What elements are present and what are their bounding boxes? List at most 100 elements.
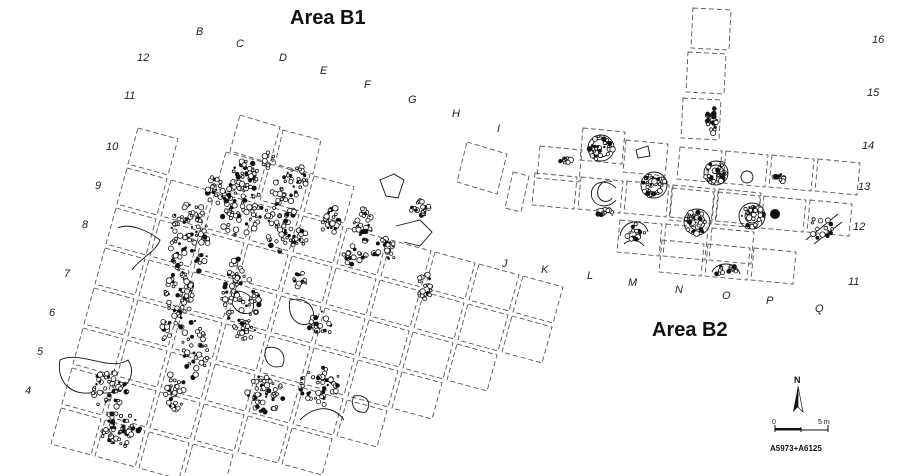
stone — [204, 224, 208, 228]
stone — [188, 320, 194, 325]
north-arrow: N — [793, 375, 804, 414]
stone — [193, 355, 198, 360]
stone — [95, 374, 99, 378]
stone — [118, 386, 123, 391]
scale-bar: 0 5 m — [772, 419, 830, 432]
grid-square — [72, 327, 124, 376]
stone — [272, 387, 278, 392]
area-b1-stone-clusters — [91, 150, 434, 448]
grid-letter-f: F — [364, 79, 372, 91]
stone — [268, 239, 272, 242]
stone — [113, 403, 120, 410]
stone — [345, 250, 351, 256]
stone — [304, 238, 309, 243]
stone — [819, 231, 826, 238]
stone — [300, 391, 305, 396]
stone — [719, 264, 723, 268]
stone — [235, 256, 241, 262]
stone — [628, 236, 634, 242]
stone — [243, 209, 250, 216]
grid-square — [468, 263, 520, 312]
stone — [182, 235, 188, 241]
stone — [281, 192, 286, 197]
stone — [255, 404, 260, 410]
feature-outline — [264, 346, 285, 368]
grid-square — [760, 195, 807, 233]
stone — [320, 220, 325, 225]
stone — [256, 302, 262, 308]
grid-square — [457, 303, 509, 352]
stone — [352, 247, 357, 252]
grid-square — [281, 427, 333, 476]
stone — [341, 252, 346, 257]
stone — [232, 226, 240, 233]
stone — [296, 280, 303, 287]
feature-outline — [58, 356, 133, 394]
stone — [96, 389, 103, 396]
stone — [427, 292, 432, 298]
grid-square — [704, 243, 751, 281]
grid-square — [446, 343, 498, 392]
stone — [427, 283, 433, 290]
stone — [176, 380, 181, 385]
stone — [349, 243, 356, 249]
stone — [299, 228, 305, 234]
stone — [329, 220, 336, 227]
stone — [172, 228, 178, 234]
stone — [249, 296, 253, 300]
stone — [299, 381, 303, 386]
stone — [195, 230, 198, 234]
stone — [183, 278, 190, 285]
stone — [304, 281, 308, 285]
stone — [96, 402, 100, 406]
stone — [234, 233, 237, 236]
stone — [97, 371, 104, 378]
stone — [220, 195, 224, 198]
stone — [253, 329, 256, 332]
stone — [320, 329, 325, 333]
grid-square — [274, 129, 322, 175]
stone — [644, 177, 647, 181]
stone — [201, 258, 208, 265]
stone — [181, 270, 184, 274]
stone — [214, 177, 220, 183]
stone — [633, 222, 638, 227]
stone — [107, 419, 111, 423]
stone — [185, 353, 189, 357]
stone — [128, 431, 135, 438]
stone — [271, 406, 277, 412]
grid-square — [116, 167, 168, 216]
grid-square — [237, 415, 289, 464]
stone — [198, 326, 203, 331]
stone — [273, 394, 277, 398]
stone — [825, 233, 830, 239]
stone — [327, 211, 330, 215]
stone — [170, 226, 173, 230]
stone — [315, 330, 319, 334]
stone — [420, 209, 425, 214]
grid-letter-n: N — [675, 284, 683, 296]
stone — [410, 205, 414, 209]
stone — [194, 329, 200, 335]
stone — [241, 162, 247, 168]
stone — [706, 178, 711, 182]
grid-square — [171, 311, 223, 360]
stone — [254, 168, 259, 173]
stone — [256, 192, 261, 197]
grid-number-12w: 12 — [137, 52, 149, 64]
stone — [602, 141, 607, 146]
stone — [271, 158, 275, 162]
stone — [656, 177, 661, 181]
stone — [113, 411, 119, 416]
stone — [220, 223, 227, 230]
stone — [192, 371, 199, 378]
feature-outline — [395, 219, 433, 247]
stone — [91, 391, 96, 396]
grid-square — [501, 315, 553, 364]
stone — [657, 182, 662, 187]
stone — [116, 398, 120, 403]
stone — [225, 290, 229, 294]
stone — [173, 213, 177, 217]
stone — [367, 226, 373, 232]
